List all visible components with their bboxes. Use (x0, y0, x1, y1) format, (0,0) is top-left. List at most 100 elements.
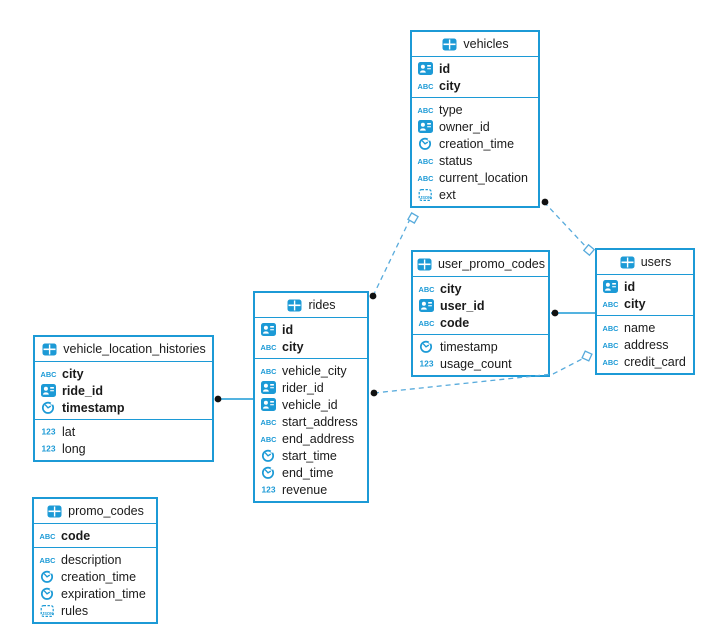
svg-text:JSON: JSON (420, 195, 431, 201)
table-header[interactable]: vehicles (412, 32, 538, 57)
table-header[interactable]: users (597, 250, 693, 275)
field-label: rider_id (282, 380, 324, 395)
abc-text-icon: ABC (417, 81, 434, 91)
field-label: creation_time (61, 569, 137, 584)
field-label: expiration_time (61, 586, 146, 601)
field-label: long (62, 441, 86, 456)
clock-icon (260, 448, 277, 463)
svg-text:JSON: JSON (42, 611, 53, 617)
relationship-line-rides-to-vehicles[interactable] (372, 214, 413, 297)
field-label: code (440, 315, 470, 330)
field-label: id (439, 61, 451, 76)
clock-icon (260, 465, 277, 480)
user-id-icon (260, 398, 277, 411)
svg-text:ABC: ABC (603, 360, 619, 367)
table-header[interactable]: promo_codes (34, 499, 156, 524)
table-icon (286, 299, 303, 312)
field-row[interactable]: user_id (413, 297, 548, 314)
field-label: id (624, 279, 636, 294)
field-row[interactable]: timestamp (35, 399, 212, 416)
table-header[interactable]: vehicle_location_histories (35, 337, 212, 362)
field-label: type (439, 102, 463, 117)
field-row[interactable]: id (255, 321, 367, 338)
field-row[interactable]: ABC vehicle_city (255, 362, 367, 379)
clock-icon (39, 586, 56, 601)
svg-text:ABC: ABC (418, 176, 434, 183)
field-label: timestamp (440, 339, 498, 354)
field-row[interactable]: creation_time (412, 135, 538, 152)
field-row[interactable]: id (412, 60, 538, 77)
field-label: creation_time (439, 136, 515, 151)
foreign-key-dot-marker (551, 309, 559, 317)
field-row[interactable]: ABC status (412, 152, 538, 169)
table-icon (46, 505, 63, 518)
field-row[interactable]: start_time (255, 447, 367, 464)
field-label: status (439, 153, 473, 168)
field-row[interactable]: rider_id (255, 379, 367, 396)
svg-text:ABC: ABC (603, 343, 619, 350)
table-title: vehicle_location_histories (63, 342, 206, 356)
svg-text:ABC: ABC (261, 369, 277, 376)
svg-text:123: 123 (262, 486, 277, 495)
clock-icon (40, 400, 57, 415)
table-icon (619, 256, 636, 269)
field-label: city (439, 78, 461, 93)
abc-text-icon: ABC (417, 156, 434, 166)
svg-text:123: 123 (42, 445, 57, 454)
field-label: current_location (439, 170, 528, 185)
field-row[interactable]: timestamp (413, 338, 548, 355)
svg-text:ABC: ABC (419, 287, 435, 294)
foreign-key-dot-marker (214, 395, 222, 403)
field-row[interactable]: id (597, 278, 693, 295)
svg-text:ABC: ABC (603, 326, 619, 333)
abc-text-icon: ABC (418, 284, 435, 294)
field-row[interactable]: ABC city (412, 77, 538, 94)
svg-text:ABC: ABC (418, 159, 434, 166)
field-row[interactable]: expiration_time (34, 585, 156, 602)
field-row[interactable]: ABC city (413, 280, 548, 297)
table-header[interactable]: rides (255, 293, 367, 318)
table-header[interactable]: user_promo_codes (413, 252, 548, 277)
referenced-table-diamond-marker (582, 243, 596, 257)
field-row[interactable]: vehicle_id (255, 396, 367, 413)
json-icon: JSON (39, 604, 56, 618)
table-icon (416, 258, 433, 271)
relationship-line-vehicles-to-users[interactable] (543, 201, 588, 249)
field-label: city (440, 281, 462, 296)
field-row[interactable]: owner_id (412, 118, 538, 135)
svg-text:ABC: ABC (419, 321, 435, 328)
field-row[interactable]: 123 long (35, 440, 212, 457)
field-label: vehicle_city (282, 363, 347, 378)
field-row[interactable]: ABC current_location (412, 169, 538, 186)
field-row[interactable]: ride_id (35, 382, 212, 399)
field-row[interactable]: ABC code (413, 314, 548, 331)
field-row[interactable]: end_time (255, 464, 367, 481)
field-row[interactable]: creation_time (34, 568, 156, 585)
svg-text:ABC: ABC (261, 420, 277, 427)
